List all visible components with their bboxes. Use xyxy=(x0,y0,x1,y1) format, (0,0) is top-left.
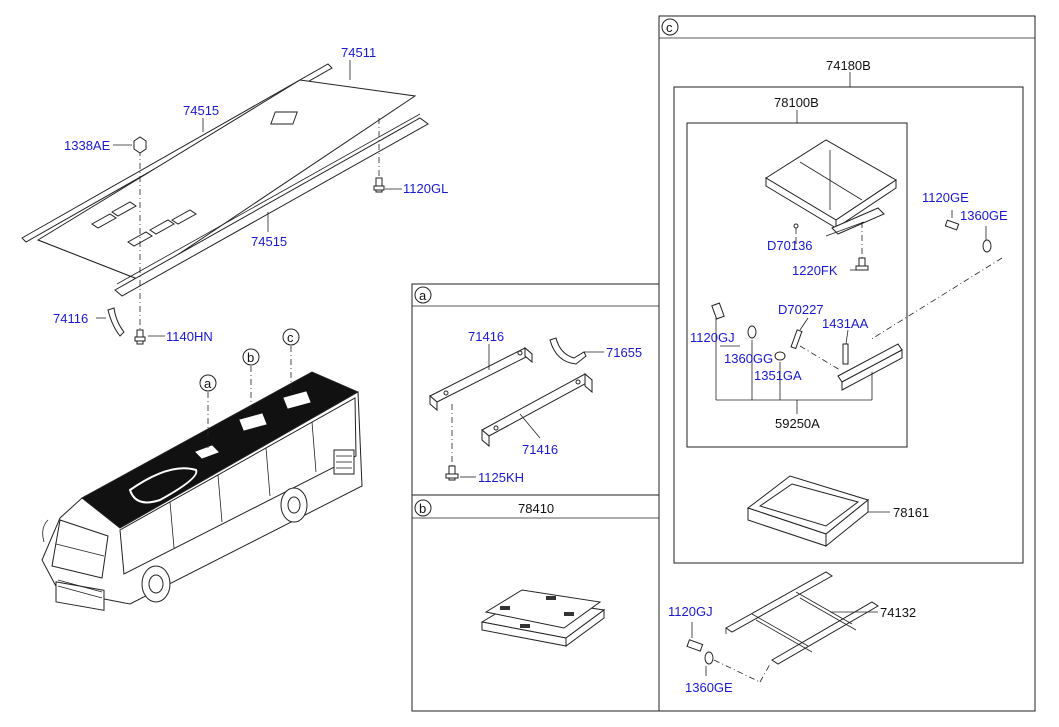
label-D70227: D70227 xyxy=(778,302,824,317)
callout-b xyxy=(242,348,260,366)
nut-icon xyxy=(133,136,147,154)
roof-panel-group xyxy=(21,60,429,345)
callout-a-label: a xyxy=(204,376,212,391)
label-74180B: 74180B xyxy=(826,58,871,73)
panel-c xyxy=(658,15,1036,712)
bolt-icon xyxy=(375,177,383,193)
panel-c-tag: c xyxy=(666,20,673,35)
label-78161: 78161 xyxy=(893,505,929,520)
callout-a xyxy=(199,374,217,392)
panel-b-tag: b xyxy=(419,501,426,516)
label-1431AA: 1431AA xyxy=(822,316,869,331)
label-1220FK: 1220FK xyxy=(792,263,838,278)
callout-c-label: c xyxy=(287,330,294,345)
roof-strip-lower xyxy=(114,117,429,297)
label-1140HN: 1140HN xyxy=(166,329,213,344)
label-74132: 74132 xyxy=(880,605,916,620)
label-1120GL: 1120GL xyxy=(403,181,448,196)
label-1360GE-top: 1360GE xyxy=(960,208,1008,223)
label-1360GG: 1360GG xyxy=(724,351,773,366)
label-1338AE: 1338AE xyxy=(64,138,111,153)
label-1120GJ-bottom: 1120GJ xyxy=(668,604,713,619)
roof-panel xyxy=(36,79,417,281)
panel-b xyxy=(411,494,660,712)
label-74515-lower: 74515 xyxy=(251,234,287,249)
label-74116: 74116 xyxy=(53,311,88,326)
label-1125KH: 1125KH xyxy=(478,470,524,485)
label-74511: 74511 xyxy=(341,45,376,60)
label-78100B: 78100B xyxy=(774,95,819,110)
panel-a-tag: a xyxy=(419,288,427,303)
label-1360GE-bottom: 1360GE xyxy=(685,680,733,695)
label-59250A: 59250A xyxy=(775,416,820,431)
label-74515-upper: 74515 xyxy=(183,103,219,118)
label-1351GA: 1351GA xyxy=(754,368,802,383)
label-71416-upper: 71416 xyxy=(468,329,504,344)
callout-c xyxy=(282,328,300,346)
label-1120GE: 1120GE xyxy=(922,190,969,205)
bus-illustration xyxy=(41,328,363,611)
callout-b-label: b xyxy=(247,350,254,365)
label-78410: 78410 xyxy=(518,501,554,516)
label-D70136: D70136 xyxy=(767,238,813,253)
roof-vent-outline xyxy=(270,111,298,125)
hose-piece xyxy=(107,307,125,337)
label-1120GJ-top: 1120GJ xyxy=(690,330,735,345)
label-71416-lower: 71416 xyxy=(522,442,558,457)
panel-a xyxy=(411,283,660,496)
label-71655: 71655 xyxy=(606,345,642,360)
